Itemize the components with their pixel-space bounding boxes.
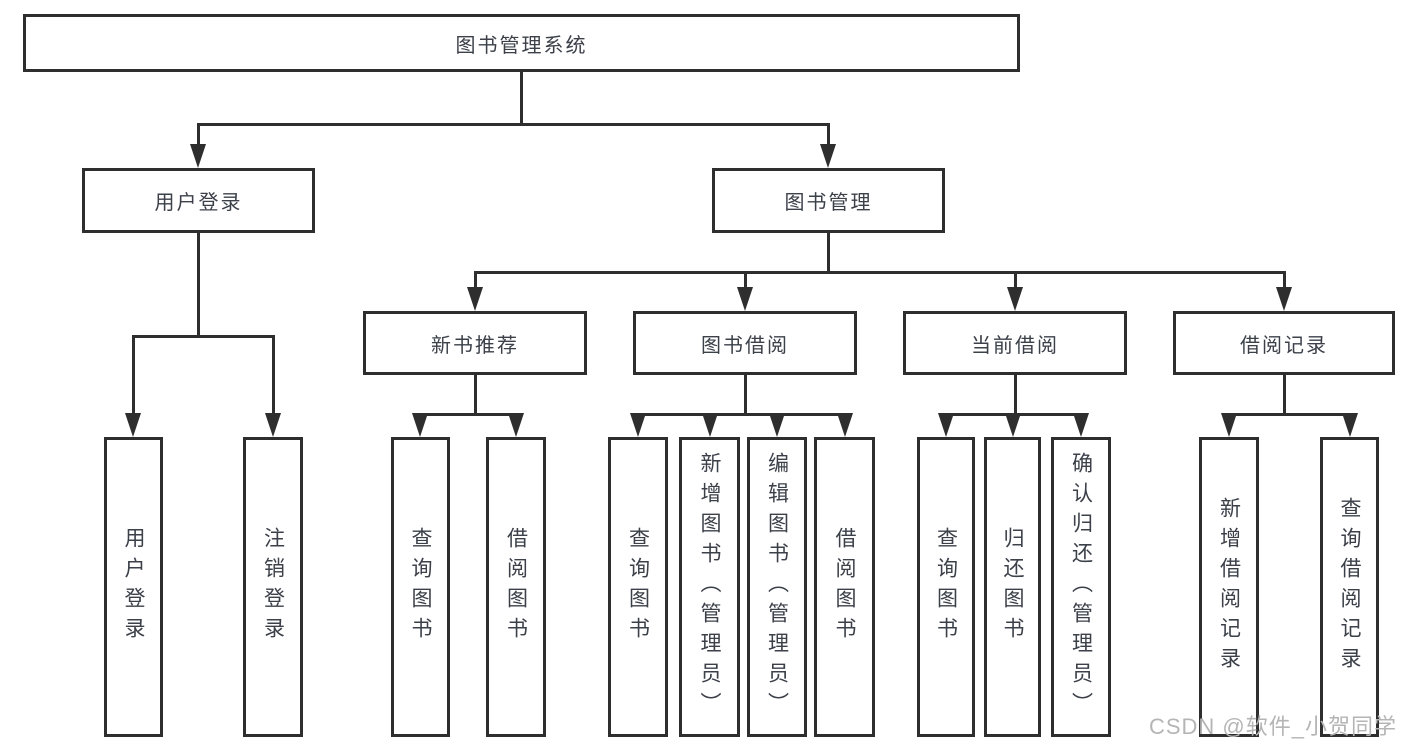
arrow-down-icon bbox=[737, 287, 753, 311]
arrow-down-icon bbox=[769, 413, 785, 437]
node-label: 查询图书 bbox=[626, 527, 650, 647]
node-label: 用户登录 bbox=[154, 192, 243, 214]
node-label: 新增图书（管理员） bbox=[698, 452, 721, 722]
node-label: 图书管理系统 bbox=[455, 34, 588, 57]
node-bb-edit-books-admin: 编辑图书（管理员） bbox=[747, 437, 807, 737]
connector-line bbox=[1282, 375, 1286, 414]
connector-line bbox=[743, 272, 747, 290]
node-label: 注销登录 bbox=[261, 527, 285, 647]
node-root: 图书管理系统 bbox=[23, 14, 1020, 72]
node-user-login-leaf: 用户登录 bbox=[104, 437, 163, 737]
node-book-borrowing: 图书借阅 bbox=[633, 311, 857, 375]
node-label: 借阅记录 bbox=[1240, 334, 1328, 357]
arrow-down-icon bbox=[1221, 413, 1237, 437]
node-cb-confirm-return-admin: 确认归还（管理员） bbox=[1051, 437, 1111, 737]
connector-line bbox=[473, 375, 477, 414]
node-br-add-borrow-record: 新增借阅记录 bbox=[1199, 437, 1259, 737]
node-logout-leaf: 注销登录 bbox=[243, 437, 303, 737]
node-user-login: 用户登录 bbox=[82, 168, 315, 233]
node-nbr-query-books: 查询图书 bbox=[391, 437, 450, 737]
connector-line bbox=[196, 233, 200, 336]
node-label: 借阅图书 bbox=[504, 527, 528, 647]
connector-line bbox=[418, 412, 518, 416]
node-label: 当前借阅 bbox=[971, 334, 1059, 357]
node-label: 确认归还（管理员） bbox=[1069, 452, 1093, 722]
connector-line bbox=[196, 124, 200, 148]
arrow-down-icon bbox=[820, 144, 836, 168]
node-cb-return-books: 归还图书 bbox=[984, 437, 1041, 737]
node-bb-borrow-books: 借阅图书 bbox=[814, 437, 875, 737]
arrow-down-icon bbox=[1342, 413, 1358, 437]
connector-line bbox=[743, 375, 747, 414]
connector-line bbox=[826, 124, 830, 148]
node-bb-add-books-admin: 新增图书（管理员） bbox=[679, 437, 740, 737]
node-label: 用户登录 bbox=[122, 527, 145, 647]
csdn-watermark: CSDN @软件_小贺同学 bbox=[1148, 714, 1397, 739]
connector-line bbox=[131, 336, 135, 416]
arrow-down-icon bbox=[412, 413, 428, 437]
node-br-query-borrow-record: 查询借阅记录 bbox=[1320, 437, 1379, 737]
connector-line bbox=[1282, 272, 1286, 290]
arrow-down-icon bbox=[630, 413, 646, 437]
connector-line bbox=[473, 272, 477, 290]
arrow-down-icon bbox=[837, 413, 853, 437]
node-label: 归还图书 bbox=[1001, 527, 1024, 647]
connector-line bbox=[636, 412, 847, 416]
node-current-borrowing: 当前借阅 bbox=[903, 311, 1127, 375]
arrow-down-icon bbox=[467, 287, 483, 311]
connector-line bbox=[519, 72, 523, 124]
connector-line bbox=[1013, 272, 1017, 290]
node-label: 借阅图书 bbox=[833, 527, 856, 647]
connector-line bbox=[1013, 375, 1017, 414]
arrow-down-icon bbox=[508, 413, 524, 437]
arrow-down-icon bbox=[190, 144, 206, 168]
node-new-book-recommendation: 新书推荐 bbox=[363, 311, 587, 375]
node-label: 图书管理 bbox=[784, 192, 873, 214]
node-bb-query-books: 查询图书 bbox=[608, 437, 668, 737]
connector-line bbox=[196, 122, 830, 126]
connector-line bbox=[131, 334, 275, 338]
arrow-down-icon bbox=[125, 413, 141, 437]
node-label: 新书推荐 bbox=[431, 334, 519, 357]
node-cb-query-books: 查询图书 bbox=[917, 437, 975, 737]
arrow-down-icon bbox=[1007, 287, 1023, 311]
connector-line bbox=[271, 336, 275, 416]
node-label: 新增借阅记录 bbox=[1217, 497, 1241, 677]
node-borrowing-records: 借阅记录 bbox=[1173, 311, 1395, 375]
node-label: 查询图书 bbox=[934, 527, 958, 647]
node-book-management: 图书管理 bbox=[712, 168, 945, 233]
arrow-down-icon bbox=[702, 413, 718, 437]
node-label: 图书借阅 bbox=[701, 334, 789, 357]
arrow-down-icon bbox=[265, 413, 281, 437]
arrow-down-icon bbox=[1073, 413, 1089, 437]
node-label: 查询借阅记录 bbox=[1338, 497, 1361, 677]
arrow-down-icon bbox=[938, 413, 954, 437]
node-label: 编辑图书（管理员） bbox=[765, 452, 789, 722]
arrow-down-icon bbox=[1005, 413, 1021, 437]
node-nbr-borrow-books: 借阅图书 bbox=[486, 437, 546, 737]
connector-line bbox=[473, 270, 1286, 274]
connector-line bbox=[1227, 412, 1352, 416]
arrow-down-icon bbox=[1276, 287, 1292, 311]
connector-line bbox=[826, 233, 830, 272]
node-label: 查询图书 bbox=[409, 527, 432, 647]
